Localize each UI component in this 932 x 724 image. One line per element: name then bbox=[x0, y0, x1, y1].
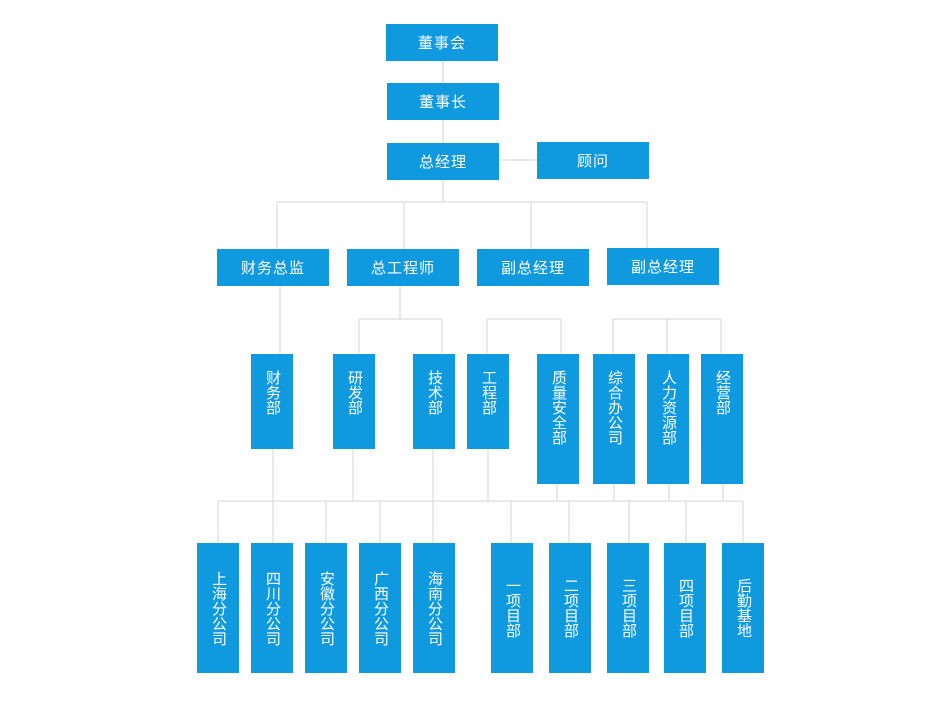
board-label: 董事会 bbox=[417, 35, 466, 52]
advisor-label: 顾问 bbox=[576, 153, 609, 170]
board-node: 董事会 bbox=[386, 24, 498, 61]
project-3-label: 三项目部 bbox=[620, 578, 637, 638]
advisor-node: 顾问 bbox=[537, 142, 649, 179]
gm-node: 总经理 bbox=[387, 143, 499, 180]
guangxi-branch-label: 广西分公司 bbox=[372, 570, 389, 646]
cfo-label: 财务总监 bbox=[240, 260, 305, 277]
deputy-gm-2-node: 副总经理 bbox=[607, 248, 719, 285]
rnd-dept-node: 研发部 bbox=[333, 354, 375, 449]
shanghai-branch-label: 上海分公司 bbox=[210, 570, 227, 646]
sichuan-branch-node: 四川分公司 bbox=[251, 543, 293, 673]
engineering-dept-label: 工程部 bbox=[480, 370, 497, 415]
hr-dept-node: 人力资源部 bbox=[647, 354, 689, 484]
gm-label: 总经理 bbox=[418, 154, 467, 171]
chief-engineer-label: 总工程师 bbox=[370, 260, 435, 277]
project-4-label: 四项目部 bbox=[677, 578, 694, 638]
quality-safety-dept-node: 质量安全部 bbox=[537, 354, 579, 484]
shanghai-branch-node: 上海分公司 bbox=[197, 543, 239, 673]
anhui-branch-label: 安徽分公司 bbox=[318, 570, 335, 646]
quality-safety-dept-label: 质量安全部 bbox=[550, 370, 567, 445]
guangxi-branch-node: 广西分公司 bbox=[359, 543, 401, 673]
chairman-node: 董事长 bbox=[387, 83, 499, 120]
engineering-dept-node: 工程部 bbox=[467, 354, 509, 449]
finance-dept-label: 财务部 bbox=[264, 370, 281, 415]
tech-dept-label: 技术部 bbox=[426, 370, 443, 415]
business-dept-label: 经营部 bbox=[714, 370, 731, 415]
logistics-base-node: 后勤基地 bbox=[722, 543, 764, 673]
general-office-node: 综合办公司 bbox=[593, 354, 635, 484]
hr-dept-label: 人力资源部 bbox=[660, 370, 677, 445]
project-3-node: 三项目部 bbox=[607, 543, 649, 673]
project-4-node: 四项目部 bbox=[664, 543, 706, 673]
tech-dept-node: 技术部 bbox=[413, 354, 455, 449]
project-1-label: 一项目部 bbox=[504, 578, 521, 638]
deputy-gm-1-label: 副总经理 bbox=[500, 260, 565, 277]
anhui-branch-node: 安徽分公司 bbox=[305, 543, 347, 673]
hainan-branch-node: 海南分公司 bbox=[413, 543, 455, 673]
project-2-node: 二项目部 bbox=[549, 543, 591, 673]
general-office-label: 综合办公司 bbox=[606, 370, 623, 445]
hainan-branch-label: 海南分公司 bbox=[426, 570, 443, 646]
deputy-gm-2-label: 副总经理 bbox=[630, 259, 695, 276]
logistics-base-label: 后勤基地 bbox=[735, 578, 752, 638]
sichuan-branch-label: 四川分公司 bbox=[264, 570, 281, 646]
cfo-node: 财务总监 bbox=[217, 249, 329, 286]
chief-engineer-node: 总工程师 bbox=[347, 249, 459, 286]
finance-dept-node: 财务部 bbox=[251, 354, 293, 449]
business-dept-node: 经营部 bbox=[701, 354, 743, 484]
deputy-gm-1-node: 副总经理 bbox=[477, 249, 589, 286]
chairman-label: 董事长 bbox=[418, 94, 467, 111]
project-1-node: 一项目部 bbox=[491, 543, 533, 673]
rnd-dept-label: 研发部 bbox=[346, 370, 363, 415]
project-2-label: 二项目部 bbox=[562, 578, 579, 638]
